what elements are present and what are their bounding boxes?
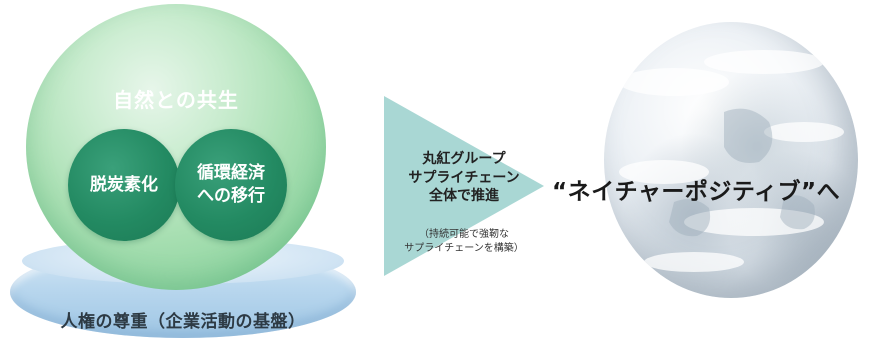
circular-economy-line2: への移行 bbox=[197, 186, 265, 206]
decarbonization-label: 脱炭素化 bbox=[90, 174, 158, 195]
circular-economy-circle: 循環経済 への移行 bbox=[175, 129, 287, 241]
decarbonization-circle: 脱炭素化 bbox=[68, 129, 180, 241]
arrow-note: （持続可能で強靭な サプライチェーンを構築） bbox=[384, 228, 544, 255]
arrow-note-line2: サプライチェーンを構築） bbox=[404, 242, 524, 254]
arrow-label-line3: 全体で推進 bbox=[429, 188, 499, 205]
circular-economy-label: 循環経済 への移行 bbox=[197, 162, 265, 208]
circular-economy-line1: 循環経済 bbox=[197, 163, 265, 184]
arrow-label-line1: 丸紅グループ bbox=[422, 151, 506, 167]
arrow-label-line2: サプライチェーン bbox=[408, 169, 520, 186]
arrow-note-line1: （持続可能で強靭な bbox=[419, 229, 509, 240]
nature-coexistence-sphere bbox=[26, 4, 326, 290]
globe-cloud-texture bbox=[619, 50, 844, 272]
nature-positive-tagline: “ネイチャーポジティブ”へ bbox=[552, 179, 841, 205]
base-label: 人権の尊重（企業活動の基盤） bbox=[60, 312, 306, 332]
sphere-title: 自然との共生 bbox=[113, 88, 239, 112]
arrow-shape bbox=[384, 96, 544, 276]
arrow-label: 丸紅グループ サプライチェーン 全体で推進 bbox=[384, 150, 544, 206]
